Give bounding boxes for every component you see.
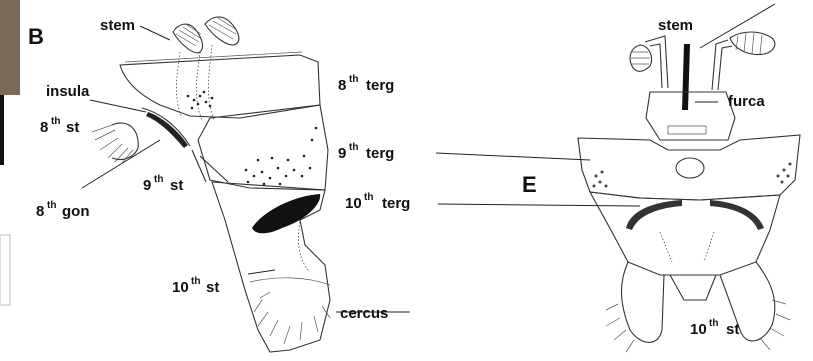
b-dotted-inner [298, 222, 310, 272]
b-stipple-dots [187, 91, 318, 186]
e-stem-right-inner [718, 46, 732, 90]
e-leader-9terg [436, 153, 590, 160]
e-st10-plate [670, 275, 716, 300]
label-10th-terg: 10 th terg [345, 192, 410, 212]
b-stem-antenna-left [173, 24, 203, 53]
label-10th-st-right-num: 10 [690, 321, 707, 338]
label-10th-st-right-word: st [726, 321, 739, 338]
b-segment-line [250, 278, 330, 285]
label-9th-terg-word: terg [366, 145, 394, 162]
b-stem-antenna-right [205, 17, 239, 45]
b-st8-lobe [112, 123, 138, 160]
e-stem-left [645, 36, 668, 88]
panel-b-drawing [82, 17, 410, 352]
b-st8-hairs [92, 125, 133, 163]
e-tergite-10 [590, 192, 780, 275]
label-9th-terg-sup: th [349, 142, 358, 153]
e-furca-inner [668, 126, 706, 134]
label-8th-gon-word: gon [62, 203, 90, 220]
label-9th-terg-num: 9 [338, 145, 346, 162]
label-b-stem: stem [100, 17, 135, 34]
panel-e-drawing [436, 4, 800, 352]
label-8th-st-num: 8 [40, 119, 48, 136]
label-8th-st-sup: th [51, 116, 60, 127]
e-dotted-lines [660, 232, 714, 262]
b-stem-dotted-3 [208, 45, 214, 120]
panel-label-e: E [522, 172, 537, 197]
label-cercus: cercus [340, 305, 388, 322]
label-insula: insula [46, 83, 90, 100]
label-9th-st-num: 9 [143, 177, 151, 194]
e-stipple-dots [593, 163, 792, 188]
label-8th-terg-sup: th [349, 74, 358, 85]
label-8th-gon: 8 th gon [36, 200, 90, 220]
e-stem-left-inner [650, 44, 662, 88]
b-cercus-hairs [254, 292, 330, 344]
label-8th-st-word: st [66, 119, 79, 136]
left-edge-photo-strip [0, 0, 20, 95]
b-leader-10st [248, 270, 275, 274]
e-antenna-left-rings [631, 52, 650, 64]
b-stem-antenna-left-rings [176, 25, 201, 46]
label-furca: furca [728, 93, 765, 110]
b-tergite-9 [198, 105, 328, 190]
b-st9-edge [192, 150, 206, 182]
b-leader-stem [140, 26, 170, 40]
label-10th-st-right: 10 th st [690, 318, 739, 338]
e-band-right [710, 200, 764, 230]
e-tergite-9-center [676, 158, 704, 178]
left-edge-dark-strip [0, 95, 4, 165]
label-10th-st-left-num: 10 [172, 279, 189, 296]
e-furca-stalk [682, 44, 690, 110]
label-8th-gon-num: 8 [36, 203, 44, 220]
label-8th-terg-num: 8 [338, 77, 346, 94]
b-leader-insula [90, 100, 146, 112]
e-band-left [626, 200, 682, 230]
label-10th-st-left: 10 th st [172, 276, 219, 296]
label-10th-terg-sup: th [364, 192, 373, 203]
label-10th-st-right-sup: th [709, 318, 718, 329]
label-10th-terg-word: terg [382, 195, 410, 212]
label-e-stem: stem [658, 17, 693, 34]
b-tergite-8-rim [125, 52, 302, 62]
panel-label-b: B [28, 24, 44, 49]
b-stem-dotted-2 [196, 52, 202, 120]
e-tergite-9 [578, 135, 800, 200]
label-8th-gon-sup: th [47, 200, 56, 211]
e-leader-10terg [438, 204, 640, 206]
label-9th-st-sup: th [154, 174, 163, 185]
left-edge-fragment-box [0, 235, 10, 305]
label-9th-st: 9 th st [143, 174, 183, 194]
b-black-sclerite [252, 194, 320, 233]
label-10th-st-left-word: st [206, 279, 219, 296]
b-stem-antenna-right-rings [209, 18, 237, 39]
b-gonapophysis-dark [146, 112, 188, 148]
label-8th-terg-word: terg [366, 77, 394, 94]
label-10th-terg-num: 10 [345, 195, 362, 212]
label-9th-terg: 9 th terg [338, 142, 394, 162]
e-antenna-right-rings [736, 33, 762, 54]
label-8th-terg: 8 th terg [338, 74, 394, 94]
label-8th-st: 8 th st [40, 116, 79, 136]
e-furca-plate [646, 92, 735, 140]
label-10th-st-left-sup: th [191, 276, 200, 287]
label-9th-st-word: st [170, 177, 183, 194]
